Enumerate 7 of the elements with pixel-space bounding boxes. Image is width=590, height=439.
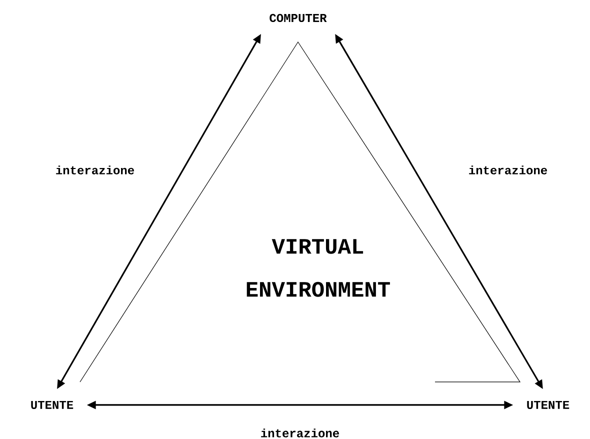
node-label: COMPUTER [270, 14, 327, 22]
edge-label: interazione [259, 428, 341, 438]
title-text: VIRTUAL ENVIRONMENT [246, 239, 390, 297]
node-label: UTENTE [527, 400, 570, 409]
edge-label: interazione [54, 164, 136, 176]
edge-label: interazione [467, 164, 549, 176]
node-label: UTENTE [31, 400, 74, 409]
